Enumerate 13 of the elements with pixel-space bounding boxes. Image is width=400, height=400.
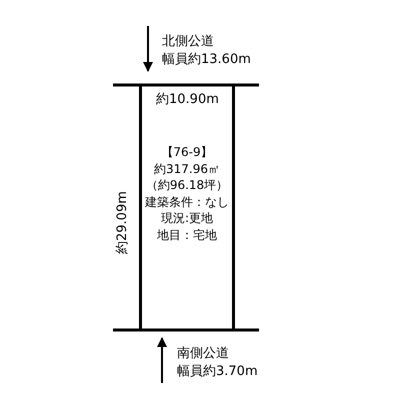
road-width: 幅員約3.70m [177,364,258,380]
lot-info: 現況:更地 [160,211,214,226]
lot-info: 地目：宅地 [156,228,218,242]
lot-plot [139,85,235,330]
road-name: 南側公道 [177,346,229,362]
road-width: 幅員約13.60m [162,52,251,68]
lot-number: 【76-9】 [160,145,214,160]
lot-info: 建築条件：なし [144,194,230,210]
road-name: 北側公道 [162,34,214,50]
dimension-label: 約10.90m [156,92,219,108]
lot-info: 約317.96㎡ [153,162,221,176]
dimension-label: 約29.09m [115,190,131,254]
lot-info: （約96.18坪） [144,178,230,193]
